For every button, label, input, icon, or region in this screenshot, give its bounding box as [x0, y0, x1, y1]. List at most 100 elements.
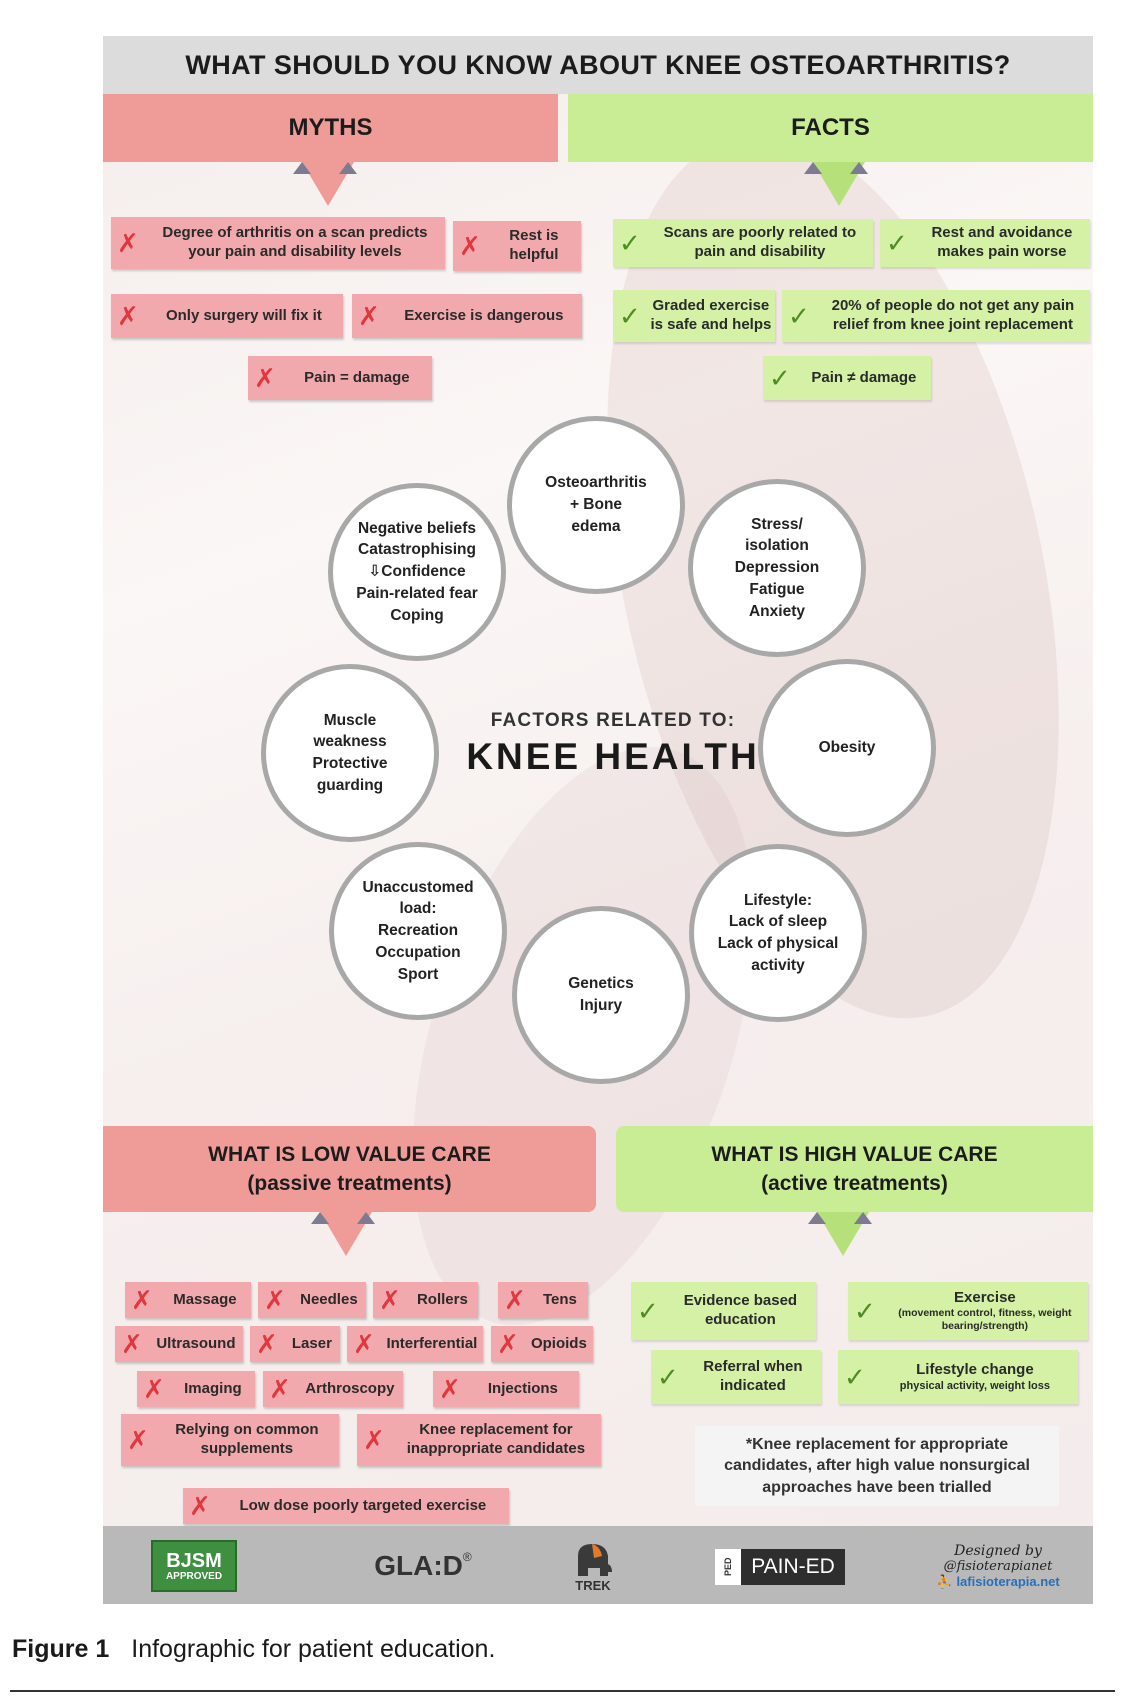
fact-text: 20% of people do not get any pain relief…: [831, 297, 1075, 333]
bjsm-logo-text: BJSM: [166, 1549, 222, 1572]
low-value-tag: ✗Interferential: [347, 1326, 483, 1362]
designer-credit: Designed by @fisioterapianet ⛹ lafisiote…: [923, 1534, 1073, 1598]
cross-icon: ✗: [256, 1329, 278, 1359]
myth-text: Pain = damage: [304, 368, 410, 386]
fact-text: Scans are poorly related to pain and dis…: [663, 224, 857, 260]
myth-text: Exercise is dangerous: [404, 306, 564, 324]
facts-arrow-notch: [804, 162, 822, 174]
cross-icon: ✗: [353, 1329, 375, 1359]
pain-ed-logo-text: PAIN-ED: [741, 1549, 845, 1585]
cross-icon: ✗: [143, 1374, 165, 1404]
high-value-main: Lifestyle change: [916, 1360, 1034, 1378]
fact-text: Graded exercise is safe and helps: [650, 297, 772, 333]
factor-circle: Muscle weakness Protective guarding: [261, 664, 439, 842]
facts-banner: FACTS: [568, 94, 1093, 162]
factor-circle: Osteoarthritis + Bone edema: [507, 416, 685, 594]
figure-caption-text: Infographic for patient education.: [131, 1635, 496, 1663]
fact-text: Pain ≠ damage: [811, 368, 917, 386]
high-value-text: Evidence based education: [683, 1292, 798, 1328]
low-value-tag: ✗ Imaging: [137, 1371, 255, 1407]
cross-icon: ✗: [379, 1285, 401, 1315]
designer-site: ⛹ lafisioterapia.net: [936, 1574, 1060, 1590]
myth-tag: ✗ Degree of arthritis on a scan predicts …: [111, 217, 445, 269]
bjsm-logo-subtext: APPROVED: [165, 1570, 223, 1582]
check-icon: ✓: [886, 228, 908, 258]
fact-tag: ✓ Graded exercise is safe and helps: [613, 290, 775, 342]
cross-icon: ✗: [358, 301, 380, 331]
high-value-arrow-notch: [854, 1212, 872, 1224]
pain-ed-badge: PED: [715, 1549, 741, 1585]
cross-icon: ✗: [117, 228, 139, 258]
cross-icon: ✗: [121, 1329, 143, 1359]
cross-icon: ✗: [497, 1329, 519, 1359]
cross-icon: ✗: [504, 1285, 526, 1315]
high-value-banner: WHAT IS HIGH VALUE CARE (active treatmen…: [616, 1126, 1093, 1212]
fact-tag: ✓20% of people do not get any pain relie…: [782, 290, 1090, 342]
high-value-tag: ✓ Evidence based education: [631, 1282, 816, 1340]
trek-logo-text: TREK: [575, 1577, 611, 1593]
factor-circle: Stress/ isolation Depression Fatigue Anx…: [688, 479, 866, 657]
low-value-text: Imaging: [184, 1379, 242, 1397]
elephant-icon: [578, 1543, 612, 1576]
check-icon: ✓: [619, 228, 641, 258]
check-icon: ✓: [854, 1296, 876, 1326]
myths-arrow-notch: [293, 162, 311, 174]
designer-credit-line: Designed by: [954, 1542, 1042, 1559]
cross-icon: ✗: [439, 1374, 461, 1404]
factors-title: KNEE HEALTH: [466, 736, 760, 777]
high-value-text: Referral when indicated: [703, 1358, 803, 1394]
high-value-heading: WHAT IS HIGH VALUE CARE: [711, 1142, 998, 1166]
fact-text: Rest and avoidance makes pain worse: [931, 224, 1073, 260]
cross-icon: ✗: [264, 1285, 286, 1315]
myth-tag: ✗ Only surgery will fix it: [111, 294, 343, 338]
myths-banner: MYTHS: [103, 94, 558, 162]
cross-icon: ✗: [254, 363, 276, 393]
low-value-text: Rollers: [416, 1290, 468, 1308]
myth-text: Rest is helpful: [509, 227, 559, 263]
high-value-text: Exercise (movement control, fitness, wei…: [882, 1289, 1088, 1334]
high-value-tag: ✓ Lifestyle change physical activity, we…: [838, 1350, 1078, 1404]
high-value-arrow-notch: [808, 1212, 826, 1224]
person-icon: ⛹: [936, 1573, 953, 1589]
factor-circle: Unaccustomed load: Recreation Occupation…: [329, 842, 507, 1020]
myth-tag: ✗ Exercise is dangerous: [352, 294, 582, 338]
cross-icon: ✗: [117, 301, 139, 331]
cross-icon: ✗: [363, 1425, 385, 1455]
myth-text: Degree of arthritis on a scan predicts y…: [162, 224, 428, 260]
low-value-text: Opioids: [530, 1334, 587, 1352]
myths-arrow-notch: [339, 162, 357, 174]
high-value-tag: ✓Referral when indicated: [651, 1350, 821, 1404]
high-value-text: Lifestyle change physical activity, weig…: [872, 1361, 1078, 1394]
cross-icon: ✗: [459, 231, 481, 261]
fact-tag: ✓ Rest and avoidance makes pain worse: [880, 219, 1090, 267]
check-icon: ✓: [769, 363, 791, 393]
facts-arrow-notch: [850, 162, 868, 174]
glad-logo: GLA:D ®: [363, 1544, 483, 1588]
low-value-tag: ✗Relying on common supplements: [121, 1414, 339, 1466]
low-value-text: Needles: [300, 1290, 358, 1308]
low-value-tag: ✗ Rollers: [373, 1282, 478, 1318]
factor-circle: Lifestyle: Lack of sleep Lack of physica…: [689, 844, 867, 1022]
low-value-tag: ✗Laser: [250, 1326, 340, 1362]
low-value-tag: ✗Low dose poorly targeted exercise: [183, 1488, 509, 1524]
trek-logo: TREK: [561, 1534, 625, 1598]
low-value-arrow-notch: [311, 1212, 329, 1224]
low-value-text: Relying on common supplements: [175, 1421, 319, 1457]
infographic-poster: WHAT SHOULD YOU KNOW ABOUT KNEE OSTEOART…: [103, 36, 1093, 1604]
myth-tag: ✗ Rest is helpful: [453, 221, 581, 271]
glad-logo-mark: ®: [462, 1550, 472, 1564]
designer-site-text: lafisioterapia.net: [956, 1574, 1060, 1589]
myth-text: Only surgery will fix it: [165, 306, 322, 324]
low-value-tag: ✗ Knee replacement for inappropriate cand…: [357, 1414, 601, 1466]
low-value-tag: ✗Tens: [498, 1282, 588, 1318]
high-value-subheading: (active treatments): [761, 1172, 948, 1195]
myth-tag: ✗ Pain = damage: [248, 356, 432, 400]
factor-circle: Obesity: [758, 659, 936, 837]
low-value-tag: ✗Injections: [433, 1371, 579, 1407]
check-icon: ✓: [619, 301, 641, 331]
check-icon: ✓: [637, 1296, 659, 1326]
cross-icon: ✗: [131, 1285, 153, 1315]
knee-replacement-note: *Knee replacement for appropriate candid…: [695, 1426, 1059, 1506]
low-value-text: Knee replacement for inappropriate candi…: [406, 1421, 586, 1457]
